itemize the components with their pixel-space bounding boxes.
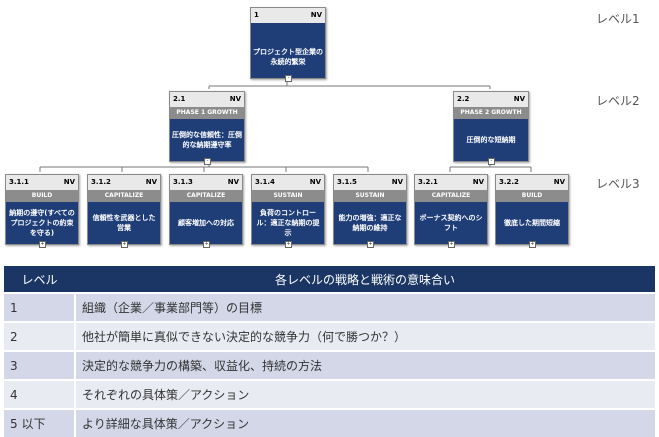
node-id: 3.2.1 [418,178,438,186]
node-nv: NV [227,178,239,186]
node-nv: NV [309,178,321,186]
collapse-toggle-icon[interactable]: - [488,158,495,165]
node-nv: NV [63,178,75,186]
table-row: 4 それぞれの具体策／アクション [4,379,655,409]
node-category: BUILD [6,190,78,202]
node-text: プロジェクト型企業の永続的繁栄 [253,47,323,66]
node-nv: NV [553,178,565,186]
node-nv: NV [513,95,525,103]
table-header-row: レベル 各レベルの戦略と戦術の意味合い [4,266,655,293]
node-category: SUSTAIN [334,190,406,202]
node-id: 3.1.3 [173,178,193,186]
level-2-label: レベル2 [596,94,640,108]
node-id: 2.2 [457,95,470,103]
node-id: 3.2.2 [499,178,519,186]
expand-toggle-icon[interactable]: + [529,241,536,248]
level-cell: 4 [4,379,76,409]
node-header: 1 NV [251,8,325,23]
table-row: 5 以下 より詳細な具体策／アクション [4,408,655,437]
collapse-toggle-icon[interactable]: - [204,158,211,165]
column-header-level: レベル [4,266,75,293]
description-cell: 組織（企業／事業部門等）の目標 [75,292,655,322]
node-3-2-2[interactable]: 3.2.2 NV BUILD 徹底した期間短縮 + [495,174,569,248]
node-id: 1 [254,11,259,19]
node-nv: NV [391,178,403,186]
node-text: 顧客増加への対応 [178,219,234,227]
node-id: 3.1.5 [337,178,357,186]
node-text: 負荷のコントロール：適正な納期の提示 [256,209,320,237]
level-3-label: レベル3 [596,177,640,191]
node-text: 圧倒的な信頼性：圧倒的な納期遵守率 [172,131,242,149]
description-cell: より詳細な具体策／アクション [75,408,655,437]
node-id: 2.1 [173,95,186,103]
node-header: 3.1.3 NV [170,175,242,190]
node-1[interactable]: 1 NV プロジェクト型企業の永続的繁栄 - [250,7,326,82]
node-category: CAPITALIZE [415,190,487,202]
table-row: 3 決定的な競争力の構築、収益化、持続の方法 [4,350,655,380]
node-text: 圧倒的な短納期 [466,136,516,144]
node-header: 3.1.1 NV [6,175,78,190]
node-header: 3.2.2 NV [496,175,568,190]
node-id: 3.1.1 [9,178,29,186]
expand-toggle-icon[interactable]: + [448,241,455,248]
node-category: SUSTAIN [252,190,324,202]
collapse-toggle-icon[interactable]: - [285,75,292,82]
node-3-1-5[interactable]: 3.1.5 NV SUSTAIN 能力の増強：適正な納期の維持 + [333,174,407,248]
node-header: 3.1.5 NV [334,175,406,190]
node-text: 信頼性を武器とした営業 [92,214,156,232]
node-header: 2.2 NV [454,92,528,107]
table-row: 1 組織（企業／事業部門等）の目標 [4,292,655,322]
table-row: 2 他社が簡単に真似できない決定的な競争力（何で勝つか？） [4,321,655,351]
level-1-label: レベル1 [596,12,640,26]
column-header-meaning: 各レベルの戦略と戦術の意味合い [75,266,655,293]
levels-table: レベル 各レベルの戦略と戦術の意味合い 1 組織（企業／事業部門等）の目標 2 … [4,266,655,437]
node-category: CAPITALIZE [88,190,160,202]
level-cell: 3 [4,350,76,380]
node-header: 3.1.2 NV [88,175,160,190]
node-category: CAPITALIZE [170,190,242,202]
node-category: BUILD [496,190,568,202]
node-category: PHASE 1 GROWTH [170,107,244,119]
level-cell: 5 以下 [4,408,76,437]
node-text: 能力の増強：適正な納期の維持 [338,214,402,232]
node-id: 3.1.4 [255,178,275,186]
node-text: ボーナス契約へのシフト [419,214,483,232]
node-text: 徹底した期間短縮 [504,219,560,227]
node-nv: NV [229,95,241,103]
description-cell: 他社が簡単に真似できない決定的な競争力（何で勝つか？） [75,321,655,351]
node-header: 3.1.4 NV [252,175,324,190]
node-2-1[interactable]: 2.1 NV PHASE 1 GROWTH 圧倒的な信頼性：圧倒的な納期遵守率 - [169,91,245,165]
node-id: 3.1.2 [91,178,111,186]
node-2-2[interactable]: 2.2 NV PHASE 2 GROWTH 圧倒的な短納期 - [453,91,529,165]
description-cell: それぞれの具体策／アクション [75,379,655,409]
node-nv: NV [472,178,484,186]
expand-toggle-icon[interactable]: + [39,241,46,248]
expand-toggle-icon[interactable]: + [285,241,292,248]
node-category: PHASE 2 GROWTH [454,107,528,119]
node-nv: NV [310,11,322,19]
node-text: 納期の遵守(すべてのプロジェクトの約束を守る) [9,209,75,237]
expand-toggle-icon[interactable]: + [367,241,374,248]
node-header: 3.2.1 NV [415,175,487,190]
node-3-2-1[interactable]: 3.2.1 NV CAPITALIZE ボーナス契約へのシフト + [414,174,488,248]
expand-toggle-icon[interactable]: + [121,241,128,248]
node-3-1-2[interactable]: 3.1.2 NV CAPITALIZE 信頼性を武器とした営業 + [87,174,161,248]
node-3-1-1[interactable]: 3.1.1 NV BUILD 納期の遵守(すべてのプロジェクトの約束を守る) + [5,174,79,248]
node-nv: NV [145,178,157,186]
expand-toggle-icon[interactable]: + [203,241,210,248]
node-3-1-3[interactable]: 3.1.3 NV CAPITALIZE 顧客増加への対応 + [169,174,243,248]
level-cell: 1 [4,292,76,322]
description-cell: 決定的な競争力の構築、収益化、持続の方法 [75,350,655,380]
level-cell: 2 [4,321,76,351]
node-3-1-4[interactable]: 3.1.4 NV SUSTAIN 負荷のコントロール：適正な納期の提示 + [251,174,325,248]
node-header: 2.1 NV [170,92,244,107]
